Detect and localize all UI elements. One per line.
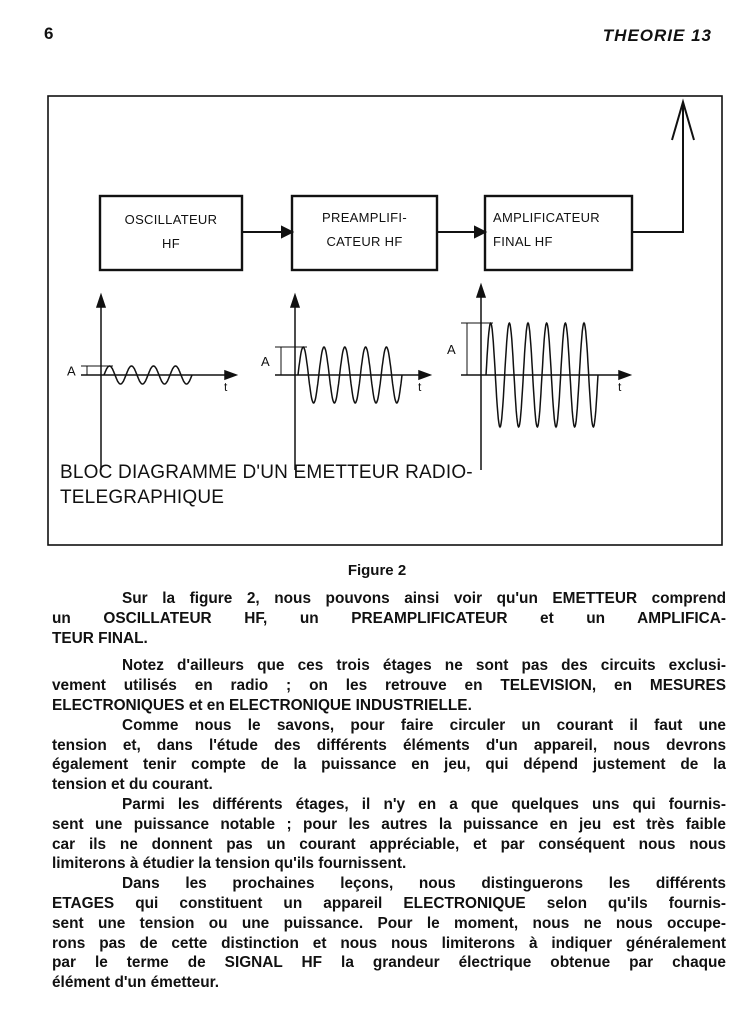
text-line: vement utilisés en radio ; on les retrou… [52,677,726,695]
body-text: Sur la figure 2, nous pouvons ainsi voir… [52,589,726,1001]
text-line: un OSCILLATEUR HF, un PREAMPLIFICATEUR e… [52,609,726,627]
axis-arrow-icon [224,369,239,381]
block-label: AMPLIFICATEUR [493,210,600,225]
text-line: également tenir compte de la puissance e… [52,756,726,774]
page-number: 6 [44,24,54,43]
axis-arrow-icon [418,369,433,381]
text-line: tension et, dans l'étude des différents … [52,736,726,754]
sine-wave [103,365,193,385]
sine-wave [297,346,403,404]
paragraph: Notez d'ailleurs que ces trois étages ne… [52,656,726,715]
block-final-amplifier: AMPLIFICATEUR FINAL HF [493,206,633,254]
axis-arrow-icon [95,292,107,308]
sine-wave [485,321,599,429]
amplitude-label: A [261,354,270,369]
amplitude-label: A [67,364,76,379]
arrow-2-head [474,225,488,239]
figure-caption: BLOC DIAGRAMME D'UN EMETTEUR RADIO- TELE… [60,460,473,510]
text-line: élément d'un émetteur. [52,974,220,992]
text-line: sent une puissance notable ; pour les au… [52,815,726,833]
paragraph: Comme nous le savons, pour faire circule… [52,716,726,795]
block-label: HF [162,236,180,251]
block-oscillator: OSCILLATEUR HF [100,208,242,256]
text-line: ELECTRONIQUES et en ELECTRONIQUE INDUSTR… [52,696,472,714]
axis-arrow-icon [289,292,301,308]
amplitude-label: A [447,342,456,357]
text-line: Dans les prochaines leçons, nous disting… [122,875,726,893]
text-line: Parmi les différents étages, il n'y en a… [122,795,726,813]
block-label: FINAL HF [493,234,553,249]
figure-frame [47,95,723,546]
caption-line: BLOC DIAGRAMME D'UN EMETTEUR RADIO- [60,462,473,483]
time-label: t [224,380,228,394]
block-label: PREAMPLIFI- [322,210,407,225]
text-line: rons pas de cette distinction et nous no… [52,934,726,952]
caption-line: TELEGRAPHIQUE [60,487,225,508]
axis-arrow-icon [618,369,633,381]
text-line: sent une tension ou une puissance. Pour … [52,914,726,932]
block-label: OSCILLATEUR [124,212,218,227]
time-label: t [418,380,422,394]
text-line: limiterons à étudier la tension qu'ils f… [52,855,407,873]
text-line: Comme nous le savons, pour faire circule… [122,716,726,734]
block-preamplifier: PREAMPLIFI- CATEUR HF [292,206,437,254]
text-line: car ils ne donnent pas un courant appréc… [52,835,726,853]
page-header: THEORIE 13 [602,26,712,45]
antenna-line [632,102,684,233]
text-line: par le terme de SIGNAL HF la grandeur él… [52,954,726,972]
text-line: TEUR FINAL. [52,629,148,647]
text-line: tension et du courant. [52,776,213,794]
paragraph: Parmi les différents étages, il n'y en a… [52,795,726,874]
axis-arrow-icon [475,282,487,298]
paragraph: Sur la figure 2, nous pouvons ainsi voir… [52,589,726,648]
antenna-icon [671,98,695,141]
text-line: Sur la figure 2, nous pouvons ainsi voir… [122,590,726,607]
paragraph: Dans les prochaines leçons, nous disting… [52,874,726,993]
figure-label: Figure 2 [347,562,407,579]
time-label: t [618,380,622,394]
text-line: ETAGES qui constituent un appareil ELECT… [52,894,726,912]
text-line: Notez d'ailleurs que ces trois étages ne… [122,657,726,675]
block-label: CATEUR HF [326,234,403,249]
arrow-1-head [281,225,295,239]
